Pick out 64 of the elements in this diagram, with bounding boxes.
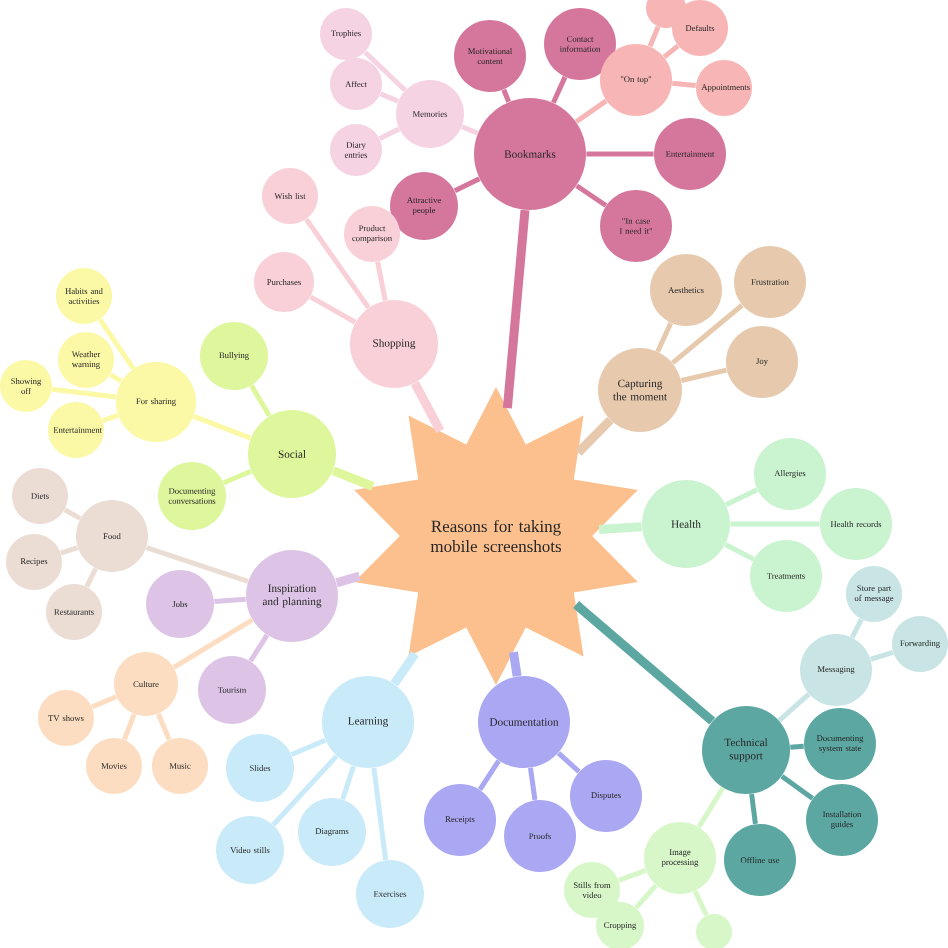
branch-line (617, 868, 647, 883)
branch-line (477, 759, 501, 791)
branch-line (84, 567, 98, 588)
branch-line (749, 793, 758, 825)
branch-line (586, 151, 654, 157)
branch-line (598, 522, 642, 534)
branch-line (91, 694, 118, 710)
branch-line (556, 751, 581, 774)
branch-line (122, 713, 137, 741)
branch-line (304, 217, 371, 310)
branch-line (662, 43, 680, 59)
branch-line (575, 417, 614, 456)
branch-line (214, 596, 246, 605)
branch-line (777, 692, 811, 723)
branch-line (63, 507, 82, 521)
branch-line (680, 367, 728, 383)
branch-line (671, 303, 744, 365)
branch-line (249, 384, 272, 418)
branch-line (156, 713, 172, 741)
branch-line (724, 487, 759, 508)
branch-line (340, 765, 356, 801)
branch-line (647, 25, 661, 48)
branch-line (730, 521, 820, 527)
branch-line (102, 413, 119, 423)
branch-line (371, 767, 389, 861)
branch-line (655, 322, 674, 353)
branch-line (309, 294, 357, 325)
branch-line (780, 774, 815, 801)
branch-line (461, 124, 479, 136)
branch-line (692, 890, 709, 917)
branch-line (551, 76, 568, 104)
branch-line (672, 80, 696, 88)
branch-line (509, 651, 522, 677)
branch-line (410, 381, 445, 434)
branch-line (379, 91, 400, 104)
branch-line (574, 98, 608, 124)
branch-line (248, 633, 270, 663)
branch-line (453, 176, 481, 194)
branch-line (870, 650, 894, 662)
branch-line (375, 261, 388, 301)
branch-line (363, 50, 407, 93)
branch-line (634, 883, 658, 910)
branch-line (378, 126, 401, 141)
branch-line (290, 737, 327, 757)
branch-line (109, 372, 123, 384)
branch-line (271, 754, 339, 827)
branch-line (528, 767, 538, 801)
branch-line (335, 571, 361, 588)
branch-line (222, 468, 253, 485)
branch-line (390, 651, 419, 687)
branch-line (850, 618, 864, 639)
branch-line (724, 542, 755, 562)
branch-line (502, 209, 530, 409)
branch-line (97, 318, 136, 370)
branch-line (696, 786, 725, 829)
branch-line (60, 545, 79, 556)
branch-line (573, 601, 716, 725)
branch-line (501, 88, 511, 103)
branch-line (192, 414, 252, 441)
branch-line (172, 617, 254, 670)
branch-line (331, 466, 375, 491)
branch-line (575, 183, 608, 208)
branch-line (790, 743, 804, 750)
branch-line (145, 545, 249, 584)
